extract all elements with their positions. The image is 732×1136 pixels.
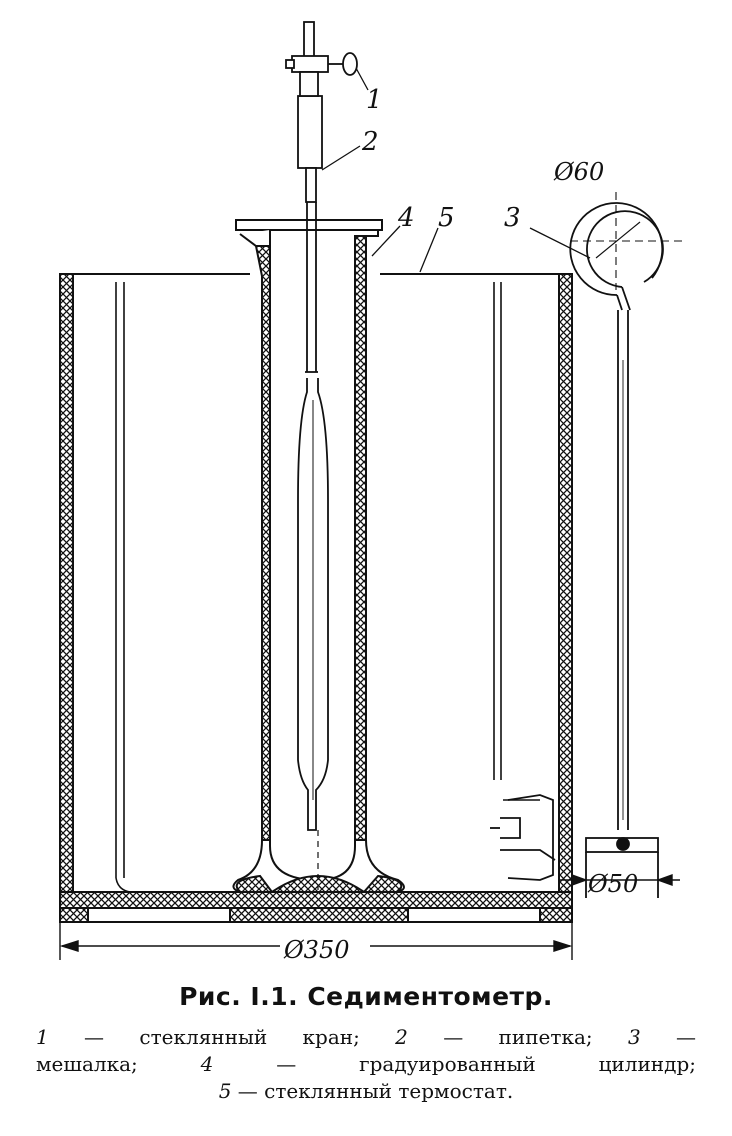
dimension-lines bbox=[59, 874, 680, 960]
dimension-label-60: Ø60 bbox=[553, 158, 604, 186]
label-3-stirrer: 3 bbox=[504, 203, 521, 233]
dimension-label-350: Ø350 bbox=[283, 936, 349, 964]
thermostat-vessel bbox=[59, 273, 573, 923]
sedimentometer-diagram: 1 2 3 4 5 Ø60 Ø50 Ø350 bbox=[59, 21, 682, 964]
caption-item-text: — стеклянный кран; bbox=[48, 1025, 396, 1049]
glass-stopcock bbox=[285, 21, 358, 97]
figure-caption-legend: 1 — стеклянный кран; 2 — пипетка; 3 —меш… bbox=[36, 1024, 696, 1105]
label-1-stopcock: 1 bbox=[366, 85, 383, 115]
figure-caption-title: Рис. I.1. Седиментометр. bbox=[179, 982, 553, 1011]
caption-item-number: 2 bbox=[395, 1025, 408, 1049]
caption-line: мешалка; 4 — градуированный цилиндр; bbox=[36, 1051, 696, 1078]
graduated-cylinder bbox=[232, 219, 405, 893]
caption-item-number: 5 bbox=[218, 1079, 232, 1103]
label-2-pipette: 2 bbox=[361, 127, 379, 157]
caption-item-text: — bbox=[640, 1025, 696, 1049]
leader-lines bbox=[321, 67, 591, 273]
caption-line: 5 — стеклянный термостат. bbox=[36, 1078, 696, 1105]
stirrer bbox=[569, 192, 682, 898]
label-4-cylinder: 4 bbox=[397, 203, 415, 233]
caption-item-number: 4 bbox=[200, 1052, 214, 1076]
dimension-label-50: Ø50 bbox=[587, 870, 638, 898]
thermostat-inner-lines bbox=[115, 282, 540, 893]
caption-line: 1 — стеклянный кран; 2 — пипетка; 3 — bbox=[36, 1024, 696, 1051]
caption-item-text: мешалка; bbox=[36, 1052, 201, 1076]
pipette bbox=[297, 95, 329, 890]
caption-item-text: — стеклянный термостат. bbox=[231, 1079, 514, 1103]
label-5-thermostat: 5 bbox=[438, 203, 455, 233]
caption-item-number: 1 bbox=[36, 1025, 49, 1049]
heater-bracket bbox=[490, 794, 556, 881]
caption-item-number: 3 bbox=[627, 1025, 641, 1049]
caption-item-text: — градуированный цилиндр; bbox=[213, 1052, 696, 1076]
caption-item-text: — пипетка; bbox=[407, 1025, 628, 1049]
